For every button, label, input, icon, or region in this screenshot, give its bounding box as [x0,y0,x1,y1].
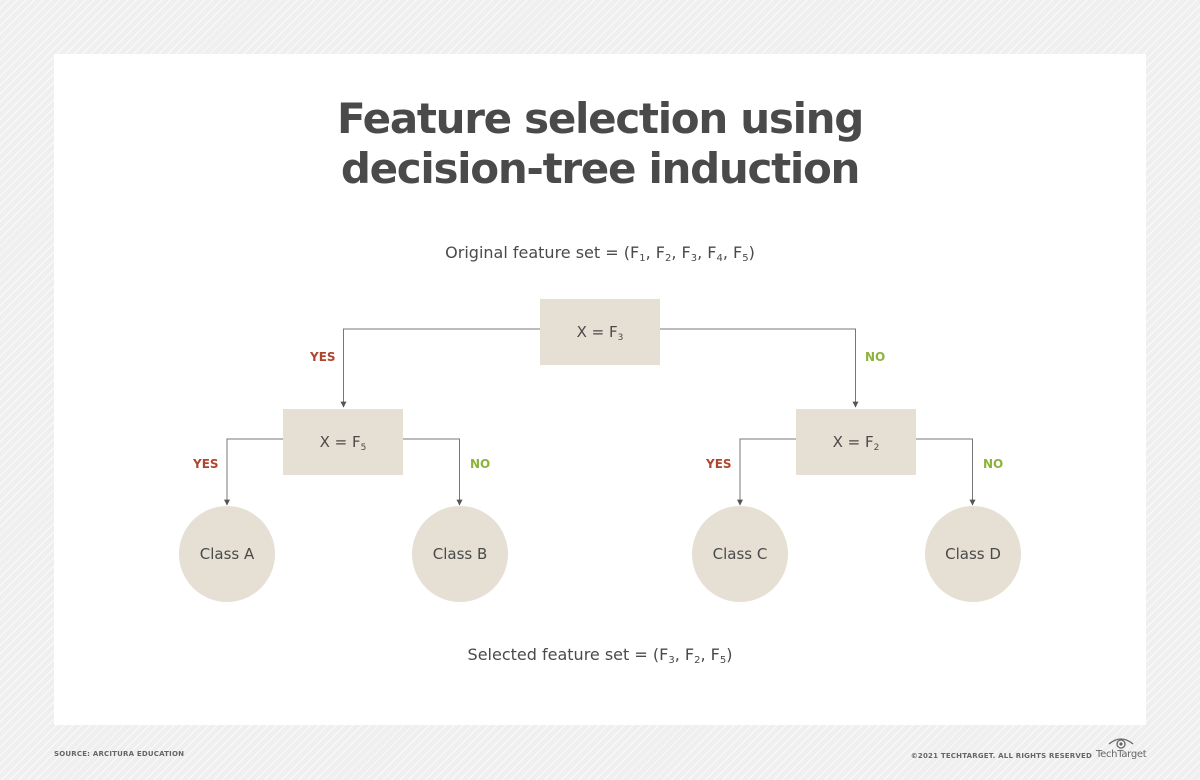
edge-left-no [403,438,463,506]
brand-name: TechTarget [1096,749,1147,760]
node-root: X = F3 [540,299,660,365]
feature-item: F3 [681,243,698,264]
class-c-node: Class C [692,506,788,602]
feature-item: F5 [733,243,749,264]
class-d-node: Class D [925,506,1021,602]
feature-separator: , [645,243,656,262]
feature-item: F2 [655,243,672,264]
edge-right-no [916,438,976,506]
node-left: X = F5 [283,409,403,475]
feature-item: F4 [707,243,723,264]
feature-item: F3 [659,645,675,666]
feature-item: F5 [710,645,727,666]
class-a-node: Class A [179,506,275,602]
feature-separator: , [700,645,711,664]
diagram-card [54,54,1146,725]
class-b-node: Class B [412,506,508,602]
title-line-2: decision-tree induction [340,144,861,193]
source-credit: SOURCE: ARCITURA EDUCATION [54,750,185,758]
node-right-label: X = F2 [832,433,880,453]
edge-root-yes [340,328,540,408]
feature-set-prefix: Selected feature set = ( [467,645,660,664]
edge-root-no [660,328,859,408]
diagram-title: Feature selection using decision-tree in… [0,94,1200,194]
node-left-label: X = F5 [319,433,367,453]
right-no-label: NO [983,457,1004,471]
selected-feature-set: Selected feature set = (F3, F2, F5) [0,645,1200,666]
copyright-notice: ©2021 TECHTARGET. ALL RIGHTS RESERVED [910,752,1092,760]
feature-separator: , [697,243,708,262]
root-yes-label: YES [310,350,336,364]
feature-separator: , [674,645,685,664]
feature-set-prefix: Original feature set = ( [445,243,630,262]
right-yes-label: YES [706,457,732,471]
class-d-label: Class D [945,545,1001,563]
class-b-label: Class B [432,545,488,563]
title-line-1: Feature selection using [336,94,864,143]
root-no-label: NO [865,350,886,364]
node-right: X = F2 [796,409,916,475]
class-a-label: Class A [199,545,255,563]
original-feature-set: Original feature set = (F1, F2, F3, F4, … [0,243,1200,264]
techtarget-logo: TechTarget [1096,736,1147,764]
feature-separator: , [671,243,682,262]
feature-set-suffix: ) [748,243,755,262]
feature-separator: , [722,243,733,262]
feature-item: F1 [630,243,646,264]
edge-right-yes [737,438,796,506]
feature-item: F2 [684,645,701,666]
class-c-label: Class C [712,545,768,563]
left-yes-label: YES [193,457,219,471]
feature-set-suffix: ) [726,645,733,664]
eye-icon [1108,738,1134,749]
left-no-label: NO [470,457,491,471]
node-root-label: X = F3 [576,323,624,343]
edge-left-yes [224,438,283,506]
